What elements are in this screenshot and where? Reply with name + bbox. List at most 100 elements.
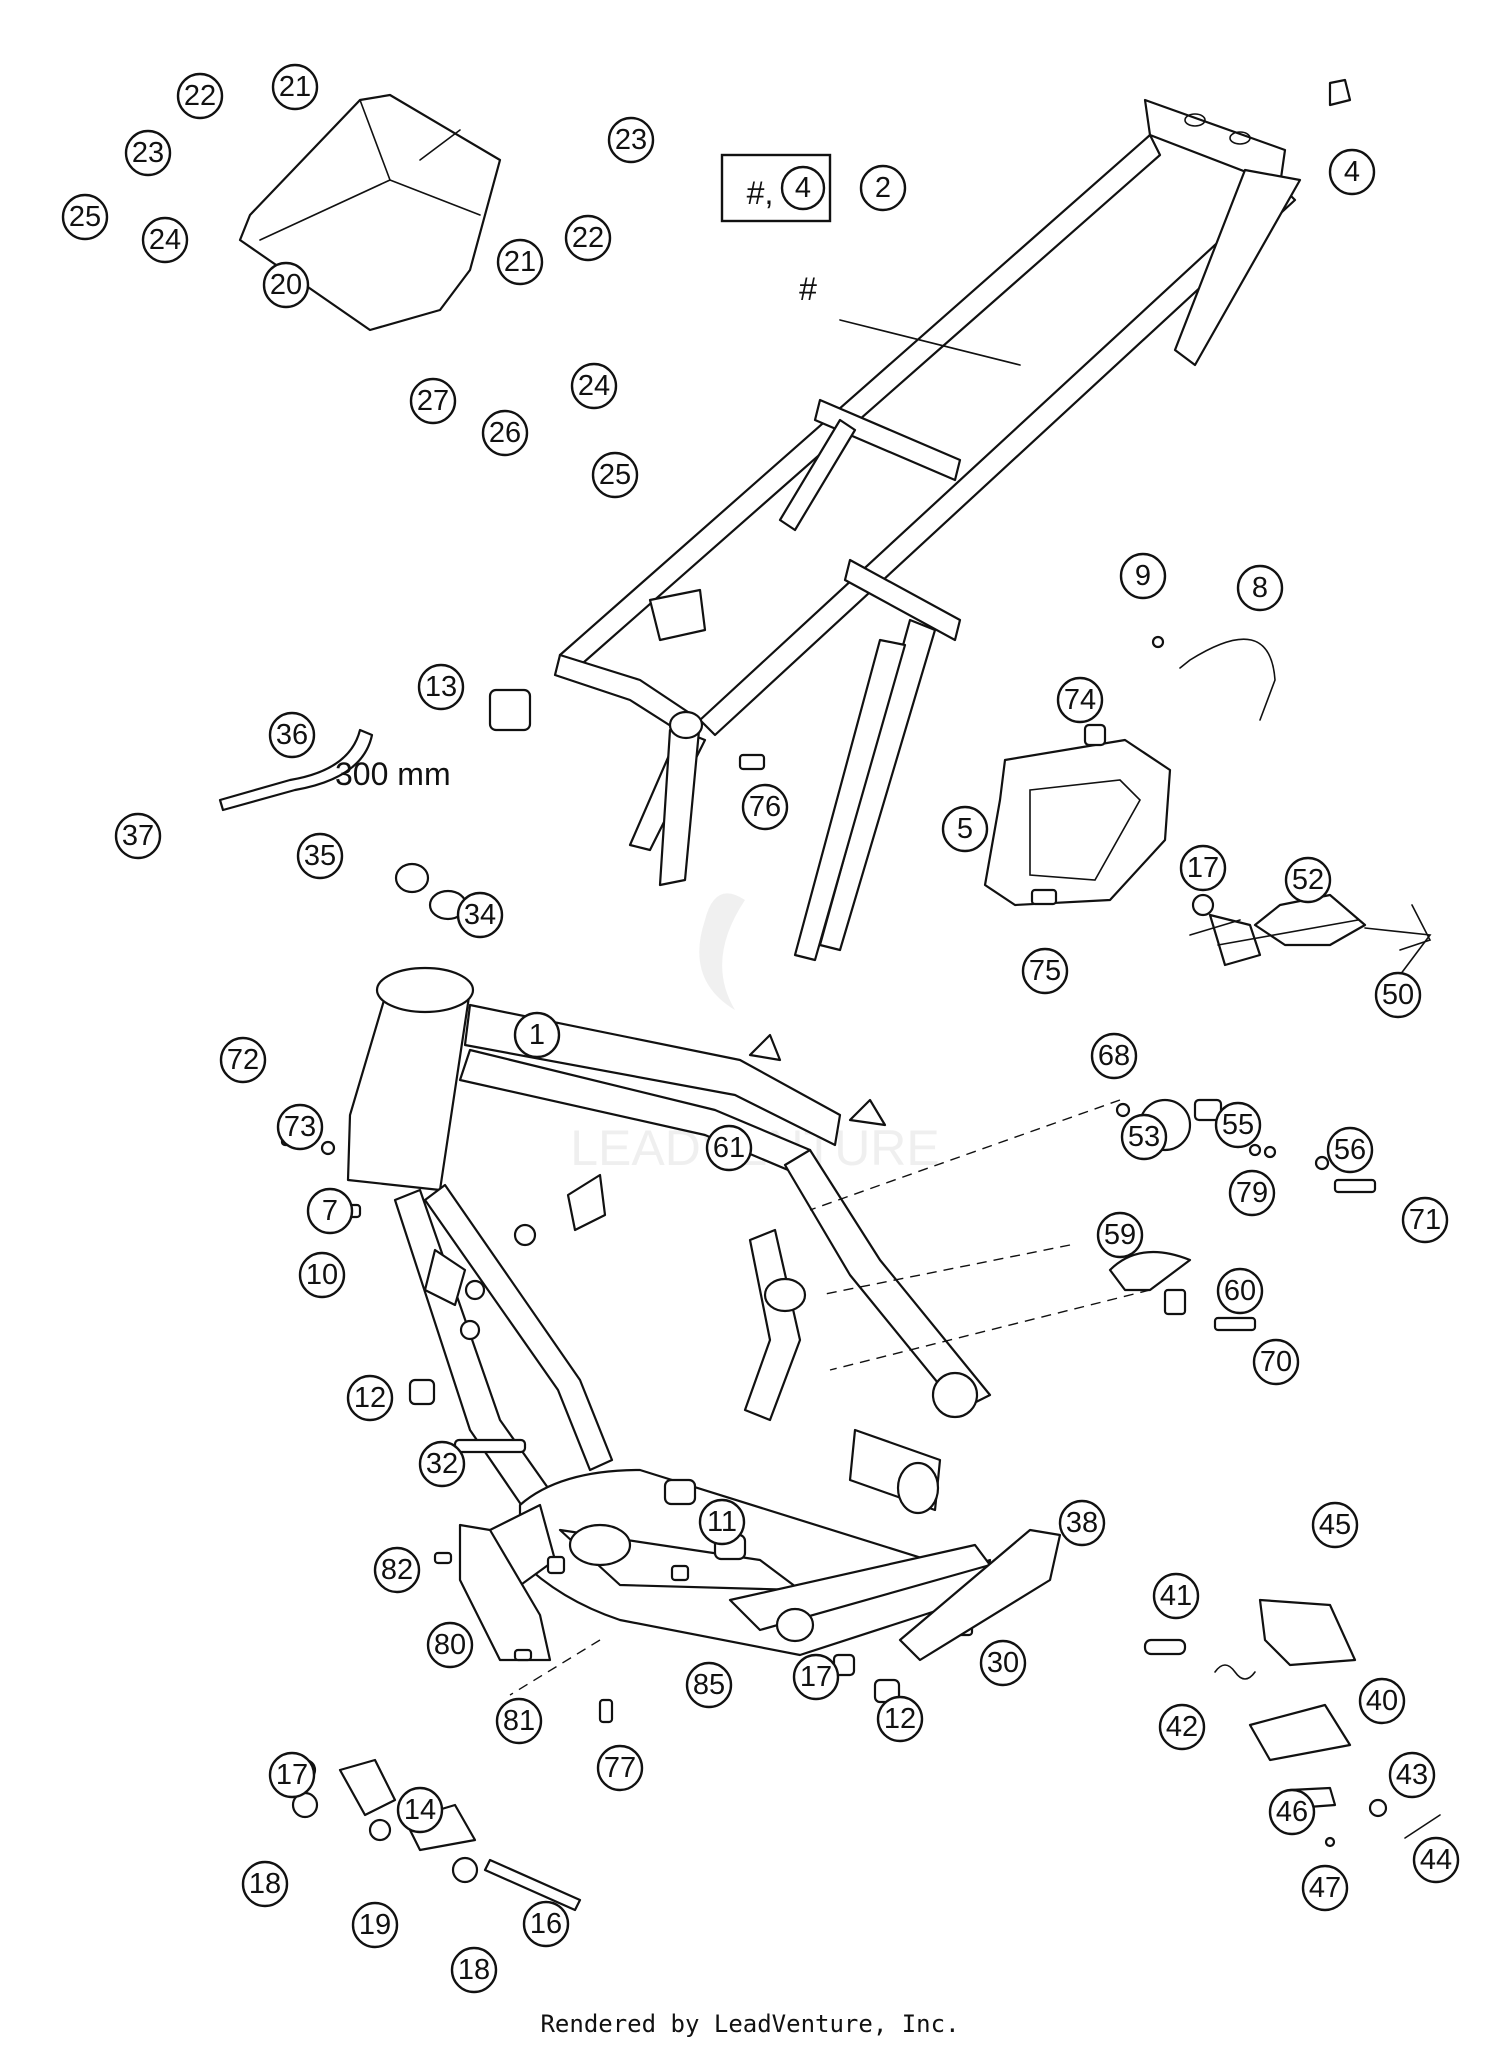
callout-13: 13: [417, 663, 465, 711]
callout-label: 56: [1334, 1134, 1366, 1166]
callout-circle: [1374, 971, 1422, 1019]
kit-number: 4: [795, 172, 811, 204]
callout-label: 27: [417, 385, 449, 417]
callout-label: 11: [707, 1506, 737, 1538]
callout-circle: [276, 1103, 324, 1151]
callout-label: 79: [1236, 1177, 1268, 1209]
callout-label: 73: [284, 1111, 316, 1143]
callout-label: 46: [1276, 1796, 1308, 1828]
footrest-bracket: [983, 738, 1432, 967]
callout-label: 44: [1420, 1844, 1452, 1876]
callout-label: 43: [1396, 1759, 1428, 1791]
callout-2: 2: [859, 164, 907, 212]
callout-label: 24: [578, 370, 610, 402]
callout-circle: [1021, 947, 1069, 995]
callout-circle: [496, 238, 544, 286]
callout-circle: [1358, 1677, 1406, 1725]
callout-circle: [418, 1440, 466, 1488]
callout-25: 25: [61, 193, 109, 241]
callout-circle: [607, 116, 655, 164]
callout-22: 22: [176, 72, 224, 120]
callout-circle: [373, 1546, 421, 1594]
callout-circle: [1311, 1501, 1359, 1549]
callout-76: 76: [741, 783, 789, 831]
callout-circle: [591, 451, 639, 499]
callout-34: 34: [456, 891, 504, 939]
callout-circle: [141, 216, 189, 264]
callout-circle: [685, 1661, 733, 1709]
callout-label: 72: [227, 1044, 259, 1076]
callout-circle: [298, 1251, 346, 1299]
callout-circle: [596, 1744, 644, 1792]
callout-circle: [1119, 552, 1167, 600]
hose-length-label: 300 mm: [335, 756, 451, 792]
callout-circle: [1058, 1499, 1106, 1547]
callout-75: 75: [1021, 947, 1069, 995]
callout-label: 41: [1160, 1580, 1192, 1612]
callout-label: 82: [381, 1554, 413, 1586]
callout-circle: [1236, 564, 1284, 612]
callout-circle: [450, 1946, 498, 1994]
callout-12: 12: [876, 1695, 924, 1743]
callout-label: 52: [1292, 864, 1324, 896]
callout-17: 17: [1179, 844, 1227, 892]
callout-circle: [409, 377, 457, 425]
callout-circle: [114, 812, 162, 860]
callout-5: 5: [941, 805, 989, 853]
callout-21: 21: [271, 63, 319, 111]
callout-label: 7: [322, 1195, 338, 1227]
callout-circle: [1388, 1751, 1436, 1799]
callout-72: 72: [219, 1036, 267, 1084]
callout-17: 17: [792, 1653, 840, 1701]
callout-label: 61: [713, 1132, 745, 1164]
callout-circle: [1056, 676, 1104, 724]
callout-68: 68: [1090, 1032, 1138, 1080]
callout-18: 18: [450, 1946, 498, 1994]
callout-label: 77: [604, 1752, 636, 1784]
subframe: [553, 98, 1302, 962]
callout-label: 20: [270, 269, 302, 301]
callout-label: 19: [359, 1909, 391, 1941]
callout-label: 68: [1098, 1040, 1130, 1072]
callout-label: 59: [1104, 1219, 1136, 1251]
callout-18: 18: [241, 1860, 289, 1908]
callout-label: 74: [1064, 684, 1096, 716]
callout-circle: [698, 1498, 746, 1546]
callout-circle: [513, 1011, 561, 1059]
callout-label: 17: [276, 1759, 308, 1791]
callout-label: 50: [1382, 979, 1414, 1011]
callout-label: 38: [1066, 1507, 1098, 1539]
kit-hash: #,: [747, 175, 774, 211]
callout-circle: [1090, 1032, 1138, 1080]
callout-label: 76: [749, 791, 781, 823]
callout-11: 11: [698, 1498, 746, 1546]
callout-label: 75: [1029, 955, 1061, 987]
callout-circle: [268, 711, 316, 759]
callout-53: 53: [1120, 1113, 1168, 1161]
callout-61: 61: [705, 1124, 753, 1172]
callout-16: 16: [522, 1900, 570, 1948]
callout-label: 81: [503, 1705, 535, 1737]
callout-30: 30: [979, 1639, 1027, 1687]
callout-50: 50: [1374, 971, 1422, 1019]
callout-label: 1: [529, 1019, 545, 1051]
callout-circle: [1216, 1267, 1264, 1315]
callout-label: 35: [304, 840, 336, 872]
footer-credit: Rendered by LeadVenture, Inc.: [540, 2010, 960, 2038]
callout-59: 59: [1096, 1211, 1144, 1259]
callout-circle: [426, 1621, 474, 1669]
callout-19: 19: [351, 1901, 399, 1949]
callout-circle: [61, 193, 109, 241]
kit-box: #, 4: [720, 153, 832, 223]
callout-circle: [1096, 1211, 1144, 1259]
callout-17: 17: [268, 1751, 316, 1799]
callout-circle: [1284, 856, 1332, 904]
callout-1: 1: [513, 1011, 561, 1059]
callout-70: 70: [1252, 1338, 1300, 1386]
callout-circle: [124, 129, 172, 177]
callout-10: 10: [298, 1251, 346, 1299]
callout-circle: [1268, 1788, 1316, 1836]
callout-37: 37: [114, 812, 162, 860]
callout-12: 12: [346, 1374, 394, 1422]
